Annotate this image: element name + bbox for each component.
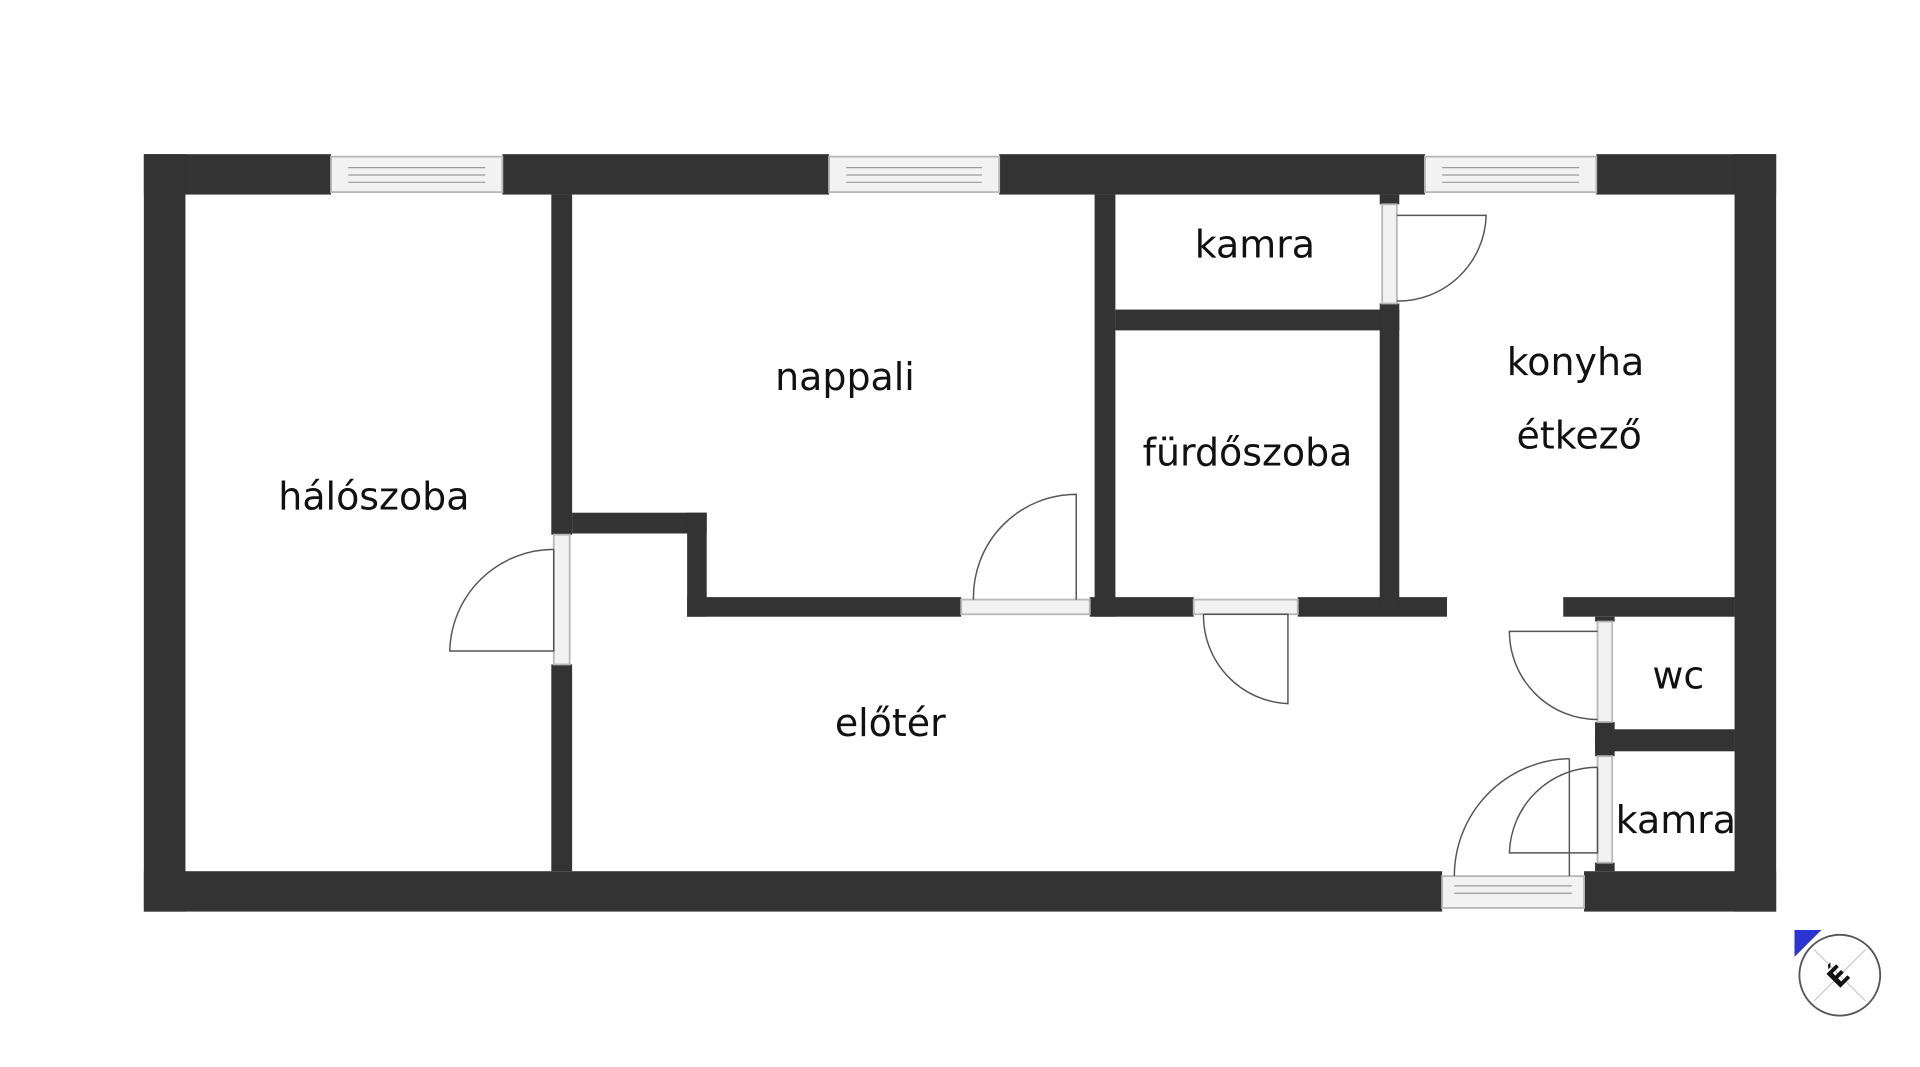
- room-label-bedroom: hálószoba: [278, 475, 469, 519]
- room-labels: hálószoba nappali kamra fürdőszoba konyh…: [278, 223, 1736, 842]
- room-label-pantry-bottom: kamra: [1616, 798, 1736, 842]
- room-label-wc: wc: [1652, 653, 1704, 697]
- walls: [143, 154, 1777, 912]
- compass-icon: É: [1794, 929, 1882, 1017]
- room-label-bathroom: fürdőszoba: [1143, 431, 1353, 475]
- compass-marker: [1794, 929, 1822, 957]
- room-label-living: nappali: [775, 355, 915, 399]
- room-label-pantry-top: kamra: [1195, 223, 1315, 267]
- doors: [448, 203, 1614, 877]
- room-label-hall: előtér: [835, 701, 946, 745]
- windows: [330, 155, 1598, 909]
- room-label-kitchen: konyha: [1507, 340, 1645, 384]
- room-label-dining: étkező: [1517, 414, 1642, 458]
